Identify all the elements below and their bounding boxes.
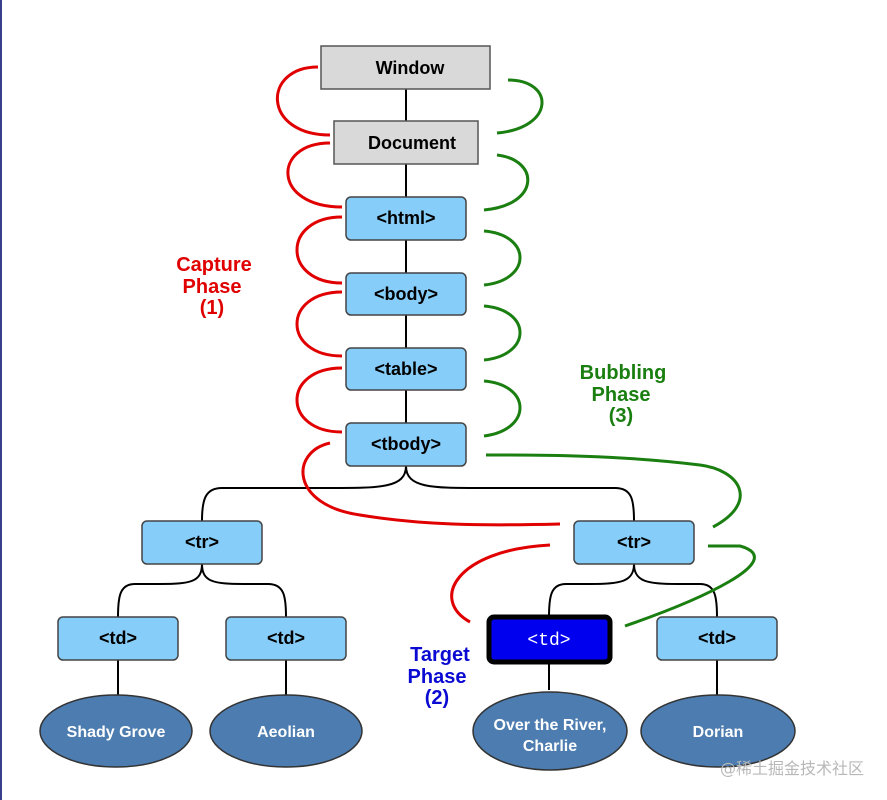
capture-arc-body-table xyxy=(295,290,343,358)
target-phase-label: Target Phase (2) xyxy=(408,644,471,709)
bubbling-phase-line1: Bubbling xyxy=(580,362,667,384)
bubbling-phase-arcs xyxy=(483,78,756,628)
edge-tbody-tr-right xyxy=(405,465,635,522)
capture-arc-table-tbody xyxy=(295,366,343,434)
node-td-2: <td> xyxy=(225,616,347,661)
leaf-over-the-river-line2: Charlie xyxy=(523,738,577,755)
node-tr-right-label: <tr> xyxy=(617,532,651,552)
edge-trleft-td2 xyxy=(201,563,287,618)
node-tr-left-label: <tr> xyxy=(185,532,219,552)
node-td-1-label: <td> xyxy=(99,628,137,648)
bubble-arc-tbody-table xyxy=(483,379,522,438)
capture-phase-arcs xyxy=(276,65,561,624)
node-td-2-label: <td> xyxy=(267,628,305,648)
tree-connectors xyxy=(117,89,718,695)
edge-trright-td4 xyxy=(633,563,718,618)
node-html-label: <html> xyxy=(376,208,435,228)
leaf-over-the-river-line1: Over the River, xyxy=(494,717,607,734)
bubbling-phase-label: Bubbling Phase (3) xyxy=(580,362,667,427)
bubble-arc-html-document xyxy=(483,153,530,212)
capture-arc-tbody-tr xyxy=(301,441,561,527)
capture-arc-html-body xyxy=(295,215,343,285)
target-phase-line2: Phase xyxy=(408,666,467,688)
node-window-box xyxy=(320,45,491,90)
node-window-label: Window xyxy=(376,58,446,78)
node-tbody: <tbody> xyxy=(345,422,467,467)
capture-arc-tr-target xyxy=(450,543,551,624)
node-td-4-box xyxy=(656,616,778,661)
leaf-over-the-river-ellipse xyxy=(472,691,628,771)
leaf-aeolian-label: Aeolian xyxy=(257,724,315,741)
node-td-4-label: <td> xyxy=(698,628,736,648)
node-tr-right: <tr> xyxy=(573,520,695,565)
leaf-shady-grove-ellipse xyxy=(39,694,193,768)
node-table-label: <table> xyxy=(374,359,437,379)
node-td-target-box xyxy=(486,614,613,665)
node-document-box xyxy=(333,120,479,165)
bubble-arc-tr-tbody xyxy=(485,453,742,529)
bubble-arc-target-tr xyxy=(624,544,756,628)
capture-arc-window-document xyxy=(276,65,331,137)
node-td-4: <td> xyxy=(656,616,778,661)
leaf-over-the-river: Over the River, Charlie xyxy=(472,691,628,771)
capture-phase-line3: (1) xyxy=(200,297,224,319)
target-phase-line1: Target xyxy=(410,644,470,666)
left-border-rule xyxy=(0,0,2,800)
edge-trleft-td1 xyxy=(117,563,203,618)
edge-tbody-tr-left xyxy=(201,465,407,522)
bubble-arc-document-window xyxy=(496,78,544,135)
bubbling-phase-line2: Phase xyxy=(592,384,651,406)
node-window: Window xyxy=(320,45,491,90)
node-td-target-label: <td> xyxy=(527,631,570,651)
node-document-label: Document xyxy=(368,133,456,153)
node-document: Document xyxy=(333,120,479,165)
node-table: <table> xyxy=(345,347,467,391)
node-table-box xyxy=(345,347,467,391)
node-td-1: <td> xyxy=(57,616,179,661)
bubble-arc-table-body xyxy=(483,304,522,362)
node-td-2-box xyxy=(225,616,347,661)
node-body-label: <body> xyxy=(374,284,438,304)
capture-phase-label: Capture Phase (1) xyxy=(176,254,252,319)
node-html-box xyxy=(345,196,467,241)
watermark-text: @稀土掘金技术社区 xyxy=(720,759,864,778)
capture-phase-line2: Phase xyxy=(183,276,242,298)
node-html: <html> xyxy=(345,196,467,241)
node-td-target: <td> xyxy=(486,614,613,665)
leaf-shady-grove-label: Shady Grove xyxy=(67,724,166,741)
bubbling-phase-line3: (3) xyxy=(609,405,633,427)
capture-arc-document-html xyxy=(286,141,343,209)
leaf-dorian: Dorian xyxy=(640,694,796,768)
node-tr-left-box xyxy=(141,520,263,565)
edge-trright-td3 xyxy=(548,563,635,618)
leaf-shady-grove: Shady Grove xyxy=(39,694,193,768)
node-tbody-label: <tbody> xyxy=(371,434,441,454)
bubble-arc-body-html xyxy=(483,229,522,287)
leaf-dorian-ellipse xyxy=(640,694,796,768)
node-tr-left: <tr> xyxy=(141,520,263,565)
leaf-dorian-label: Dorian xyxy=(693,724,744,741)
node-td-1-box xyxy=(57,616,179,661)
node-body-box xyxy=(345,272,467,316)
leaf-aeolian: Aeolian xyxy=(209,694,363,768)
leaf-aeolian-ellipse xyxy=(209,694,363,768)
target-phase-line3: (2) xyxy=(425,687,449,709)
node-tr-right-box xyxy=(573,520,695,565)
node-body: <body> xyxy=(345,272,467,316)
node-tbody-box xyxy=(345,422,467,467)
capture-phase-line1: Capture xyxy=(176,254,252,276)
